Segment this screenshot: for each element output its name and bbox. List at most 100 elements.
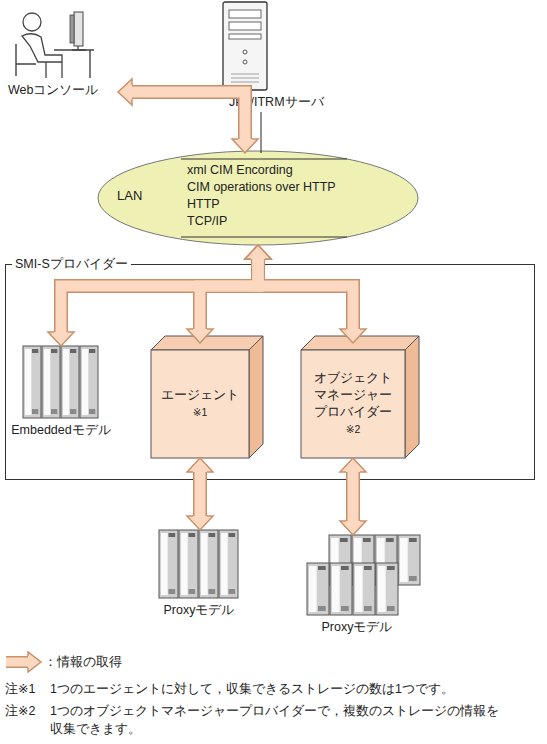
storage-stack-node-part — [318, 566, 326, 570]
storage-stack-node-part — [387, 606, 395, 611]
storage-node-part — [219, 530, 238, 598]
arrow-head — [245, 245, 271, 259]
storage-node-shape — [23, 346, 99, 418]
storage-node-part — [89, 409, 95, 414]
storage-node-part — [82, 349, 88, 415]
storage-node-part — [229, 533, 236, 537]
web-console-node-part — [22, 34, 62, 62]
note-text: 注※2 — [5, 702, 49, 720]
web-console-node-part — [72, 46, 86, 50]
storage-node-part — [161, 533, 168, 595]
storage-node: Proxyモデル — [159, 530, 239, 598]
connector-heads — [48, 79, 366, 535]
provider-box-part — [301, 336, 419, 350]
arrow-head — [245, 245, 271, 259]
frame-label: SMI-Sプロバイダー — [12, 256, 131, 272]
storage-stack-node-part — [341, 606, 349, 611]
storage-node-part — [179, 530, 198, 598]
web-console-node-part — [70, 15, 74, 43]
provider-frame: SMI-SプロバイダーEmbeddedモデルエージェント※1オブジェクト マネー… — [5, 264, 535, 480]
storage-node-part — [209, 589, 216, 594]
server-node-part — [243, 60, 247, 64]
storage-stack-node-part — [307, 563, 329, 615]
agent-box: エージェント※1 — [151, 336, 263, 458]
note-text: 注※1 — [5, 680, 49, 698]
arrow-head — [48, 332, 74, 346]
arrow-shaft-outline — [6, 656, 28, 668]
storage-node-part — [23, 346, 41, 418]
storage-node-part — [189, 589, 196, 594]
storage-node-part — [51, 349, 57, 353]
note-text: 1つのオブジェクトマネージャープロバイダーで，複数のストレージの情報を 収集でき… — [50, 702, 522, 738]
storage-stack-node-part — [387, 566, 395, 570]
flow-arrow — [200, 259, 258, 329]
storage-stack-node-part — [307, 563, 398, 615]
agent-box-part — [151, 350, 249, 458]
storage-node-part — [32, 409, 38, 414]
legend-text: ：情報の取得 — [44, 653, 122, 671]
storage-stack-node-part — [398, 535, 420, 585]
storage-node-part — [32, 349, 38, 353]
web-console-node-part — [74, 12, 83, 46]
protocol-text: TCP/IP — [187, 213, 227, 229]
server-node-part — [229, 34, 261, 39]
storage-stack-node-part — [330, 563, 352, 615]
storage-stack-node-part — [378, 566, 386, 612]
node-label: Proxyモデル — [322, 619, 393, 635]
storage-stack-node-part — [363, 538, 371, 542]
storage-node-part — [201, 533, 208, 595]
server-node-part — [229, 22, 261, 30]
flow-arrow-outline — [193, 472, 207, 516]
storage-node-part — [209, 533, 216, 537]
storage-node-part — [169, 589, 176, 594]
arrow-head — [187, 458, 213, 472]
storage-node: Embeddedモデル — [23, 346, 99, 418]
storage-node-part — [61, 346, 79, 418]
protocol-text: CIM operations over HTTP — [187, 179, 336, 195]
storage-node-part — [181, 533, 188, 595]
storage-stack-node-part — [341, 566, 349, 570]
storage-node-part — [199, 530, 218, 598]
storage-stack-node-part — [340, 538, 348, 542]
storage-node-part — [51, 409, 57, 414]
arrow-head — [118, 79, 132, 105]
provider-box-part — [405, 336, 419, 458]
node-label: Proxyモデル — [164, 602, 235, 618]
box-label: オブジェクト マネージャー プロバイダー — [301, 370, 405, 421]
box-face: エージェント※1 — [151, 350, 249, 458]
legend-arrow-sample — [4, 651, 44, 673]
arrow-shaft — [6, 658, 28, 667]
storage-node-part — [25, 349, 31, 415]
web-console-node-part — [46, 62, 62, 78]
flow-arrow-outline — [132, 92, 245, 139]
provider-box: オブジェクト マネージャー プロバイダー※2 — [301, 336, 419, 458]
flow-arrow-outline — [200, 259, 258, 329]
storage-node-part — [63, 349, 69, 415]
server-node: JP1/ITRMサーバ — [215, 0, 325, 112]
server-node-part — [243, 50, 247, 54]
storage-node-part — [221, 533, 228, 595]
flow-arrow — [132, 92, 245, 139]
note-text: 1つのエージェントに対して，収集できるストレージの数は1つです。 — [50, 680, 540, 698]
storage-stack-node-part — [364, 606, 372, 611]
storage-node-part — [229, 589, 236, 594]
storage-stack-node: Proxyモデル — [307, 535, 421, 615]
protocol-text: xml CIM Encording — [187, 162, 293, 178]
web-console-node-part — [23, 13, 41, 31]
storage-stack-node-part — [409, 576, 417, 581]
storage-node-part — [70, 409, 76, 414]
box-label: エージェント — [161, 387, 239, 404]
storage-node-part — [189, 533, 196, 537]
storage-stack-node-part — [409, 538, 417, 542]
arrow-head — [340, 521, 366, 535]
storage-node-part — [159, 530, 178, 598]
storage-stack-node-part — [309, 566, 317, 612]
protocol-text: HTTP — [187, 196, 220, 212]
box-label: ※1 — [193, 404, 208, 421]
storage-stack-node-part — [386, 538, 394, 542]
box-face: オブジェクト マネージャー プロバイダー※2 — [301, 350, 405, 458]
storage-node-part — [89, 349, 95, 353]
network-wire — [261, 112, 262, 153]
flow-arrow — [258, 259, 353, 329]
provider-box-part — [301, 350, 405, 458]
